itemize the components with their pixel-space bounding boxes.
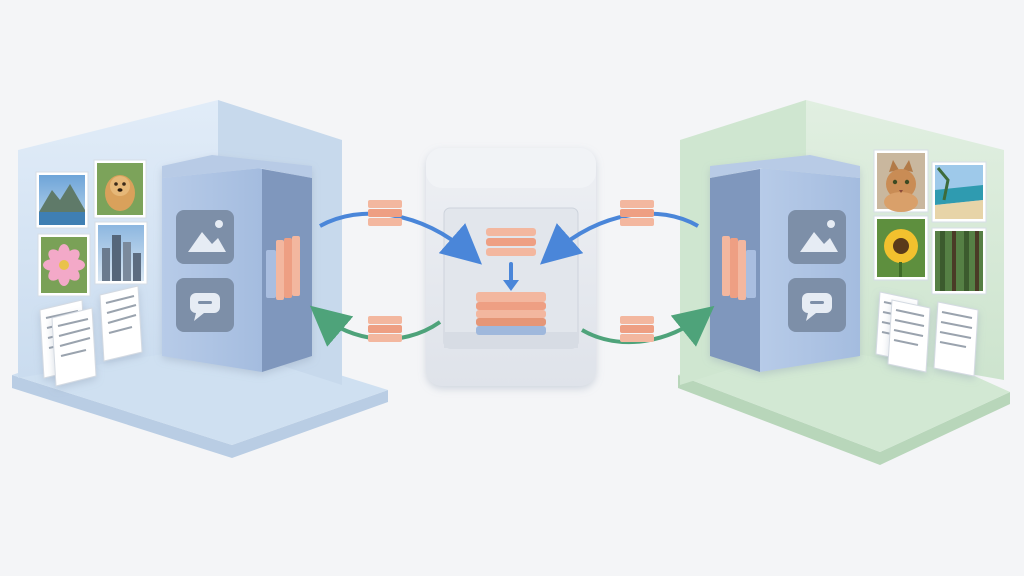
packet-download-right (620, 316, 654, 342)
image-icon (788, 210, 846, 264)
image-icon (176, 210, 234, 264)
dog-photo (93, 159, 147, 219)
right-client-room (678, 100, 1010, 465)
left-model-card-stack (266, 236, 300, 300)
chat-icon (788, 278, 846, 332)
beach-photo (931, 161, 987, 223)
packet-download-left (368, 316, 402, 342)
right-document-stack (875, 291, 979, 377)
right-model-card-stack (722, 236, 756, 300)
sunflower-photo (873, 215, 929, 281)
forest-photo (931, 227, 987, 295)
chat-icon (176, 278, 234, 332)
down-arrow-icon (503, 262, 519, 291)
aggregated-layers-stack (476, 292, 546, 335)
cat-photo (873, 149, 929, 213)
packet-upload-left (368, 200, 402, 226)
central-aggregation-server (426, 148, 596, 386)
flower-photo (37, 233, 91, 297)
left-floor-edge (12, 375, 388, 458)
incoming-packet-stack (486, 228, 536, 256)
right-floor-edge (678, 375, 1010, 465)
packet-upload-right (620, 200, 654, 226)
left-client-room (12, 100, 388, 458)
city-skyline-photo (94, 221, 148, 285)
mountain-lake-photo (35, 171, 89, 229)
left-document-stack (39, 285, 143, 387)
